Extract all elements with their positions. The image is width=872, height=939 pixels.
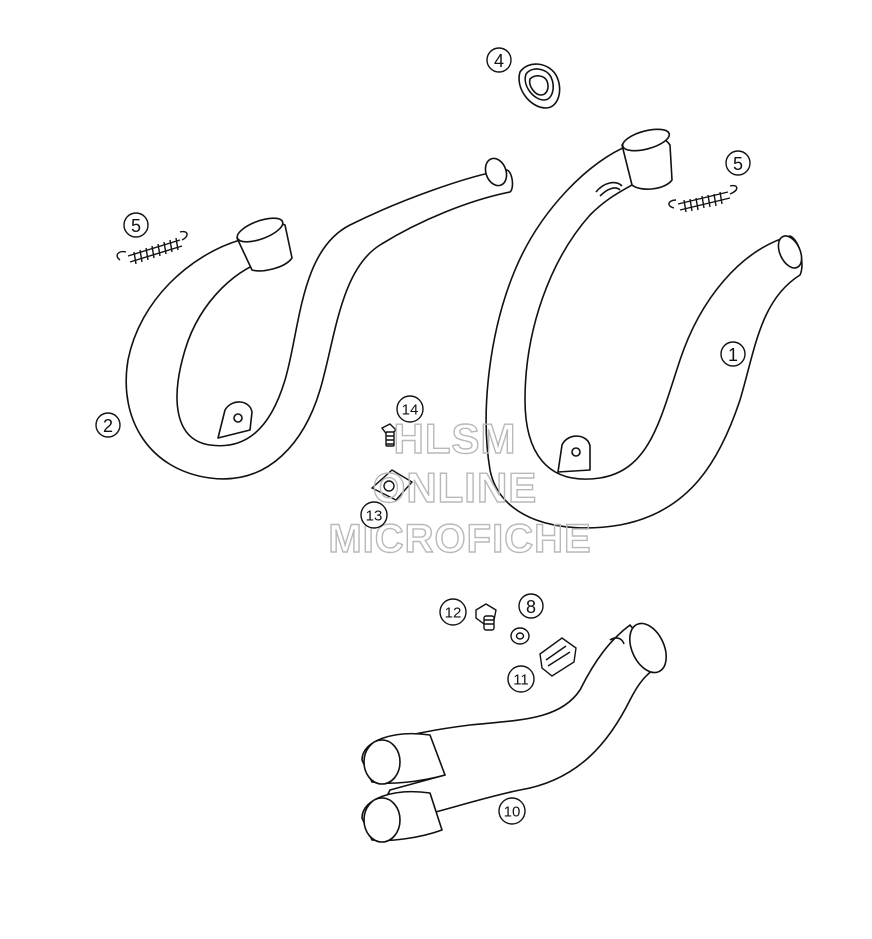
spring-5-left xyxy=(116,230,188,265)
callout-5-right: 5 xyxy=(725,150,751,176)
callout-14-label: 14 xyxy=(402,402,419,419)
callout-2: 2 xyxy=(95,412,121,438)
spring-5-right xyxy=(668,184,738,213)
bolt-14 xyxy=(380,423,398,447)
watermark-line-1: HLSM xyxy=(394,415,517,462)
callout-1: 1 xyxy=(720,341,746,367)
callout-5-left-label: 5 xyxy=(131,216,141,236)
callout-10: 10 xyxy=(498,797,526,825)
callout-5-right-label: 5 xyxy=(733,154,743,174)
callout-5-left: 5 xyxy=(123,212,149,238)
callout-12: 12 xyxy=(439,598,467,626)
callout-14: 14 xyxy=(396,395,424,423)
bracket-clip-11 xyxy=(539,637,577,677)
callout-2-label: 2 xyxy=(103,416,113,436)
callout-4: 4 xyxy=(486,47,512,73)
callout-4-label: 4 xyxy=(494,51,504,71)
callout-12-label: 12 xyxy=(445,605,462,622)
clamp-nut-13 xyxy=(370,469,414,501)
callout-13-label: 13 xyxy=(366,508,383,525)
header-pipe-2 xyxy=(125,157,514,480)
callout-10-label: 10 xyxy=(504,804,521,821)
callout-13: 13 xyxy=(360,501,388,529)
bolt-12 xyxy=(475,603,497,631)
callout-11: 11 xyxy=(507,665,535,693)
callout-8: 8 xyxy=(518,593,544,619)
washer-8 xyxy=(510,627,530,645)
callout-11-label: 11 xyxy=(513,672,529,689)
header-pipe-1 xyxy=(485,128,803,529)
gasket-4 xyxy=(518,63,561,109)
watermark-line-2: ONLINE xyxy=(373,464,538,511)
y-pipe-10 xyxy=(361,622,667,843)
callout-1-label: 1 xyxy=(728,345,738,365)
callout-8-label: 8 xyxy=(526,597,536,617)
